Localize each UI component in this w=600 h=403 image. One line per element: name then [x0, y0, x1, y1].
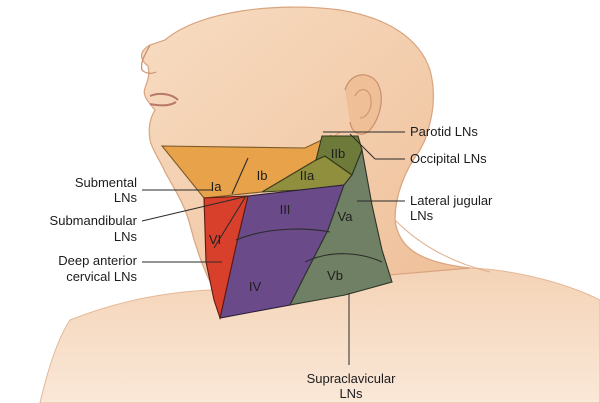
- ear-inner: [354, 89, 372, 119]
- zone-label-Ib: Ib: [257, 168, 268, 183]
- zone-labels: Ia Ib IIa IIb III IV Va Vb VI: [209, 146, 353, 294]
- label-parotid: Parotid LNs: [410, 124, 478, 139]
- zone-label-Va: Va: [338, 209, 354, 224]
- divider-III-IV: [235, 228, 331, 241]
- zone-label-IIa: IIa: [300, 168, 315, 183]
- divider-Va-Vb: [304, 253, 383, 263]
- divider-VI-I: [213, 195, 247, 249]
- ear: [344, 74, 382, 135]
- zone-label-Ia: Ia: [211, 179, 223, 194]
- label-supraclavicular: Supraclavicular: [307, 371, 397, 386]
- label-occipital: Occipital LNs: [410, 151, 487, 166]
- zone-label-IIb: IIb: [331, 146, 345, 161]
- zone-label-III: III: [280, 202, 291, 217]
- trapezius-contour: [394, 219, 491, 273]
- leader-submandibular: [141, 195, 249, 222]
- leader-occipital: [349, 133, 376, 160]
- label-submental-line2: LNs: [114, 190, 138, 205]
- leader-lines: [141, 131, 405, 365]
- callout-labels: Submental LNs Submandibular LNs Deep ant…: [50, 124, 494, 401]
- zone-label-VI: VI: [209, 232, 221, 247]
- label-submental: Submental: [75, 175, 137, 190]
- lymph-node-levels: [160, 134, 393, 321]
- label-submandibular: Submandibular: [50, 213, 138, 228]
- zone-label-IV: IV: [249, 279, 262, 294]
- zone-level-V: [289, 148, 393, 306]
- label-supraclavicular-line2: LNs: [339, 386, 363, 401]
- label-lateral-jugular: Lateral jugular: [410, 193, 493, 208]
- lips: [149, 92, 179, 107]
- nose: [140, 44, 157, 74]
- label-deep-anterior-line2: cervical LNs: [66, 269, 137, 284]
- divider-Ia-Ib: [231, 157, 249, 195]
- label-lateral-jugular-line2: LNs: [410, 208, 434, 223]
- label-deep-anterior: Deep anterior: [58, 253, 137, 268]
- shoulders: [39, 267, 600, 403]
- label-submandibular-line2: LNs: [114, 229, 138, 244]
- zone-label-Vb: Vb: [327, 268, 343, 283]
